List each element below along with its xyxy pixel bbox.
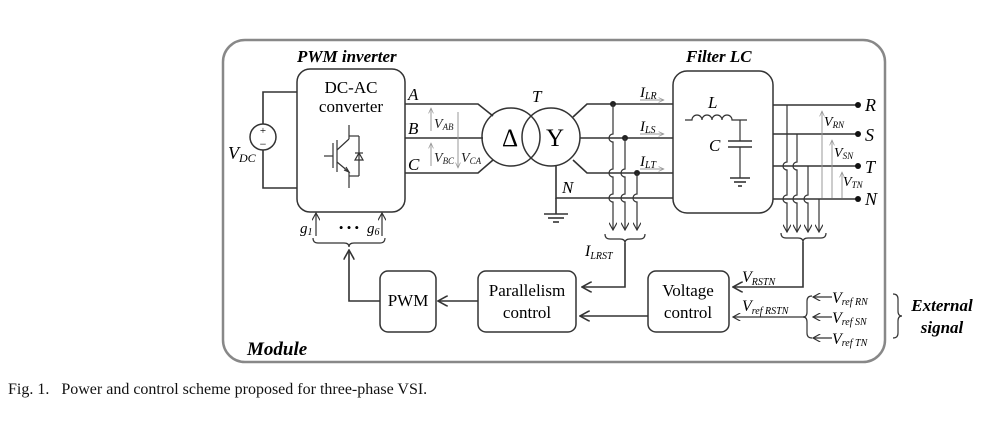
inductor-icon xyxy=(685,114,747,121)
pwm-block: PWM xyxy=(379,270,437,333)
vref-tn-label: Vref TN xyxy=(832,331,869,349)
vsn-label: VSN xyxy=(834,146,854,161)
vab-label: VAB xyxy=(434,117,454,132)
converter-title-2: converter xyxy=(319,97,384,116)
pwm-inverter-title: PWM inverter xyxy=(296,47,397,66)
converter-title-1: DC-AC xyxy=(325,78,378,97)
inverter-output-lines: A B C xyxy=(405,85,494,174)
line-voltage-arrows: VAB VBC VCA xyxy=(431,108,482,168)
dc-ac-converter: DC-AC converter xyxy=(296,68,406,213)
dc-voltage-source: + − VDC xyxy=(228,91,297,189)
neutral-label: N xyxy=(561,178,575,197)
secondary-lines: N xyxy=(544,103,675,223)
vrstn-label: VRSTN xyxy=(742,269,776,288)
module-label: Module xyxy=(246,339,308,360)
filter-lc-box: L C xyxy=(672,70,774,214)
parallelism-control-block: Parallelism control xyxy=(477,270,577,333)
voltage-control-label-2: control xyxy=(664,303,712,322)
minus-sign: − xyxy=(260,137,267,151)
output-n-label: N xyxy=(864,189,878,209)
gate-g6-label: g6 xyxy=(367,221,380,238)
vtn-label: VTN xyxy=(843,175,864,190)
gate-signals: g1 • • • g6 xyxy=(300,213,385,302)
voltage-sensing-taps xyxy=(733,105,827,287)
gate-g1-label: g1 xyxy=(300,221,313,238)
parallelism-label-1: Parallelism xyxy=(489,281,565,300)
vdc-label: VDC xyxy=(228,143,257,165)
reference-inputs: Vref RN Vref SN Vref TN xyxy=(802,290,869,349)
transformer: Δ Y T xyxy=(481,87,581,167)
vrn-label: VRN xyxy=(824,115,845,130)
external-signal-label-2: signal xyxy=(920,318,964,337)
ilrst-label: ILRST xyxy=(584,243,614,262)
terminal-r xyxy=(855,102,861,108)
terminal-n xyxy=(855,196,861,202)
vref-rstn-label: Vref RSTN xyxy=(742,298,790,317)
gate-dots: • • • xyxy=(339,220,359,235)
module-frame xyxy=(221,38,887,364)
parallelism-label-2: control xyxy=(503,303,551,322)
voltage-control-label-1: Voltage xyxy=(662,281,714,300)
phase-a-label: A xyxy=(407,85,419,104)
transformer-label: T xyxy=(532,87,543,106)
plus-sign: + xyxy=(260,125,266,137)
output-t-label: T xyxy=(865,157,877,177)
output-lines: R S T N xyxy=(773,95,878,209)
wye-symbol: Y xyxy=(546,125,564,152)
pwm-block-label: PWM xyxy=(388,291,429,310)
vca-label: VCA xyxy=(461,151,482,166)
output-r-label: R xyxy=(864,95,876,115)
vref-rn-label: Vref RN xyxy=(832,290,869,308)
phase-voltage-arrows: VRN VSN VTN xyxy=(822,111,864,198)
terminal-s xyxy=(855,131,861,137)
inductor-label: L xyxy=(707,93,717,112)
ilt-label: ILT xyxy=(639,154,657,171)
vref-sn-label: Vref SN xyxy=(832,310,868,328)
capacitor-label: C xyxy=(709,136,721,155)
terminal-t xyxy=(855,163,861,169)
ils-label: ILS xyxy=(639,119,656,136)
line-current-labels: ILR ILS ILT xyxy=(639,85,664,171)
igbt-icon xyxy=(324,125,365,188)
external-signal-label-1: External xyxy=(910,296,973,315)
filter-lc-title: Filter LC xyxy=(685,47,752,66)
ilr-label: ILR xyxy=(639,85,657,102)
phase-b-label: B xyxy=(408,119,419,138)
output-s-label: S xyxy=(865,125,874,145)
phase-c-label: C xyxy=(408,155,420,174)
external-signal-brace xyxy=(892,293,903,339)
delta-symbol: Δ xyxy=(502,125,518,152)
vbc-label: VBC xyxy=(434,151,455,166)
figure-caption: Fig. 1. Power and control scheme propose… xyxy=(8,381,428,398)
voltage-control-block: Voltage control xyxy=(647,270,730,333)
current-sensing-taps xyxy=(582,101,646,287)
